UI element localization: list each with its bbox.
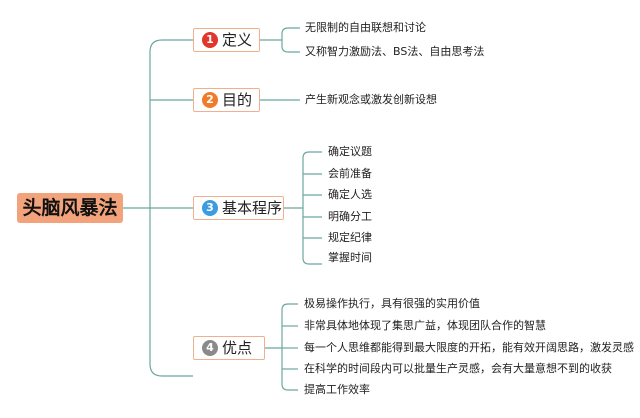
branch-purpose: 2 目的 xyxy=(193,88,260,112)
branch-label: 定义 xyxy=(222,31,253,49)
leaf-item: 提高工作效率 xyxy=(304,383,370,396)
leaf-item: 又称智力激励法、BS法、自由思考法 xyxy=(305,45,485,58)
leaf-item: 在科学的时间段内可以批量生产灵感，会有大量意想不到的收获 xyxy=(304,362,612,375)
leaf-item: 掌握时间 xyxy=(328,251,372,264)
number-badge: 3 xyxy=(202,200,218,216)
number-badge: 2 xyxy=(202,92,218,108)
root-topic: 头脑风暴法 xyxy=(17,193,123,223)
number-badge: 1 xyxy=(202,32,218,48)
leaf-item: 无限制的自由联想和讨论 xyxy=(305,21,426,34)
leaf-item: 极易操作执行，具有很强的实用价值 xyxy=(304,297,480,310)
branch-label: 优点 xyxy=(222,339,253,357)
number-badge: 4 xyxy=(202,340,218,356)
leaf-item: 产生新观念或激发创新设想 xyxy=(305,93,437,106)
leaf-item: 非常具体地体现了集思广益，体现团队合作的智慧 xyxy=(304,319,546,332)
leaf-item: 会前准备 xyxy=(328,167,372,180)
leaf-item: 规定纪律 xyxy=(328,231,372,244)
branch-procedure: 3 基本程序 xyxy=(193,196,284,220)
leaf-item: 确定人选 xyxy=(328,188,372,201)
leaf-item: 明确分工 xyxy=(328,210,372,223)
branch-definition: 1 定义 xyxy=(193,28,260,52)
leaf-item: 每一个人思维都能得到最大限度的开拓，能有效开阔思路，激发灵感 xyxy=(304,341,634,354)
branch-label: 基本程序 xyxy=(222,199,283,217)
branch-label: 目的 xyxy=(222,91,253,109)
leaf-item: 确定议题 xyxy=(328,145,372,158)
branch-advantages: 4 优点 xyxy=(193,336,265,360)
